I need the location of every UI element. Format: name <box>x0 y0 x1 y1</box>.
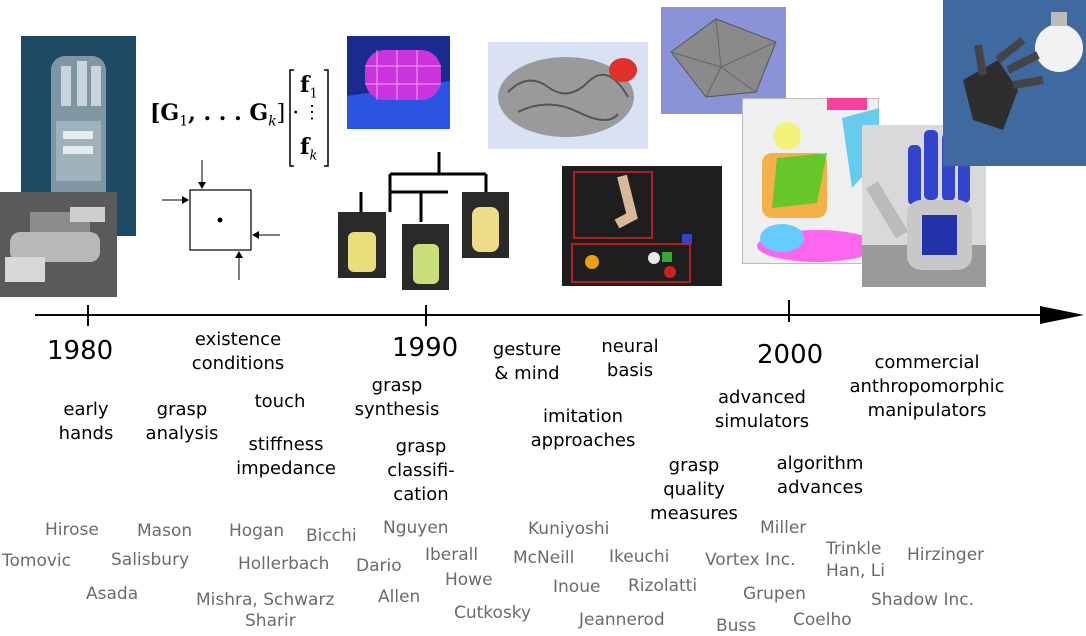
author-tomovic: Tomovic <box>2 551 71 571</box>
author-ikeuchi: Ikeuchi <box>609 547 670 567</box>
author-mishra-schwarz: Mishra, Schwarz <box>196 590 335 610</box>
polyhedron-render <box>661 7 786 114</box>
grasp-matrix-formula: [G1, . . . Gk] · f1 ⋮ fk <box>150 68 330 168</box>
author-vortex: Vortex Inc. <box>705 550 796 570</box>
author-hollerbach: Hollerbach <box>238 554 330 574</box>
author-inoue: Inoue <box>553 577 601 597</box>
author-buss: Buss <box>716 616 757 636</box>
author-miller: Miller <box>760 518 807 538</box>
author-mcneill: McNeill <box>513 548 575 568</box>
gesture-tracking-photo <box>562 166 722 286</box>
author-mason: Mason <box>137 521 193 541</box>
author-hirose: Hirose <box>45 520 99 540</box>
author-bicchi: Bicchi <box>306 526 357 546</box>
author-jeannerod: Jeannerod <box>579 610 665 630</box>
gripper-photo <box>0 192 117 297</box>
author-rizolatti: Rizolatti <box>628 576 698 596</box>
author-coelho: Coelho <box>793 610 852 630</box>
author-grupen: Grupen <box>743 584 806 604</box>
author-cutkosky: Cutkosky <box>454 603 532 623</box>
brain-image <box>488 42 648 149</box>
author-hogan: Hogan <box>229 521 285 541</box>
year-label-1990: 1990 <box>392 333 459 363</box>
author-han-li: Han, Li <box>826 561 885 581</box>
lightbulb-hand-photo <box>943 0 1086 166</box>
timeline-axis <box>0 300 1086 330</box>
author-shadow: Shadow Inc. <box>871 590 975 610</box>
grasp-taxonomy-tree <box>338 152 513 292</box>
author-howe: Howe <box>445 570 493 590</box>
author-iberall: Iberall <box>425 545 479 565</box>
anthropomorphic-hand-render <box>862 125 986 287</box>
author-nguyen: Nguyen <box>383 518 449 538</box>
topic-gesture-mind: gesture& mind <box>492 339 562 384</box>
grasp-object-render <box>347 36 450 129</box>
author-sharir: Sharir <box>245 611 296 631</box>
simulator-render <box>742 98 879 264</box>
author-hirzinger: Hirzinger <box>907 545 985 565</box>
author-asada: Asada <box>86 584 139 604</box>
author-dario: Dario <box>356 556 402 576</box>
author-allen: Allen <box>378 587 421 607</box>
year-label-2000: 2000 <box>757 340 824 370</box>
grasp-force-diagram <box>160 158 285 283</box>
author-trinkle: Trinkle <box>826 539 882 559</box>
year-label-1980: 1980 <box>47 336 114 366</box>
author-salisbury: Salisbury <box>111 550 190 570</box>
topic-touch: touch <box>254 391 306 412</box>
author-kuniyoshi: Kuniyoshi <box>528 519 610 539</box>
